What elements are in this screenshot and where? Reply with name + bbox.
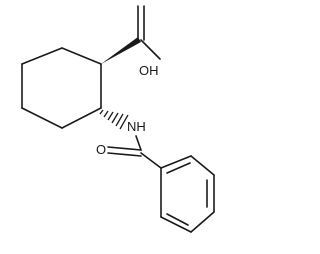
hash-line <box>103 110 109 118</box>
carboxyl-oh-label: OH <box>139 63 159 78</box>
benzene-ring <box>160 155 215 233</box>
amide-o-label: O <box>96 142 106 157</box>
ring-bond <box>61 107 102 129</box>
hash-line <box>111 112 119 124</box>
hashed-bond <box>99 109 129 130</box>
carbonyl-double-bond <box>107 146 142 151</box>
amide-carbonyl: O <box>96 142 142 157</box>
aromatic-inner-bond <box>166 213 189 226</box>
ring-bond <box>160 155 192 169</box>
hash-line <box>115 113 124 127</box>
carbonyl-double-bond <box>107 152 142 157</box>
c-oh-bond <box>140 39 161 60</box>
hash-line <box>107 111 114 121</box>
hash-line <box>119 114 129 130</box>
chemical-structure-diagram: OH NH O <box>21 5 215 233</box>
hash-line <box>99 109 104 115</box>
ring-bond <box>190 211 215 233</box>
ring-bond <box>21 47 63 65</box>
aromatic-inner-bond <box>166 162 191 174</box>
amide-nh-label: NH <box>127 119 146 134</box>
ring-bond <box>190 155 215 176</box>
ring-bond <box>160 216 192 233</box>
carboxylic-acid-group: OH <box>137 5 161 78</box>
wedge-bond <box>101 37 141 64</box>
ring-bond <box>61 47 102 65</box>
ring-bond <box>21 107 63 129</box>
n-c-bond <box>135 135 142 151</box>
c-phenyl-bond <box>140 152 162 169</box>
cyclohexane-ring <box>21 47 102 129</box>
